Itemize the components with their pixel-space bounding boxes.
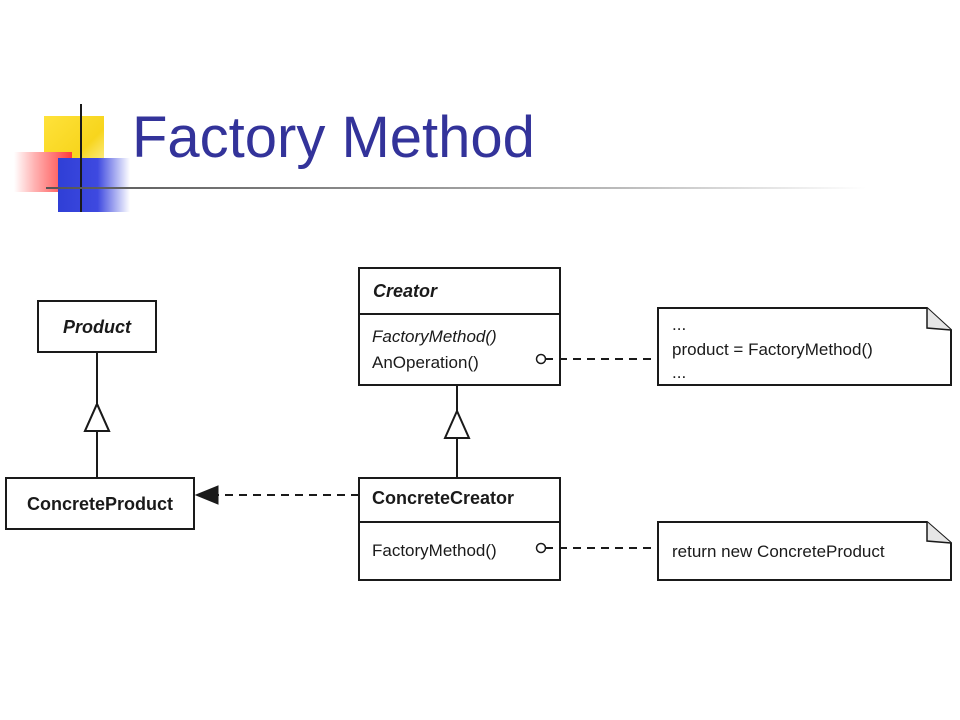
- class-product-name: Product: [63, 317, 132, 337]
- class-creator-name: Creator: [373, 281, 438, 301]
- title-underline-rule: [46, 187, 866, 189]
- class-concrete-creator-box: [358, 477, 561, 581]
- note-creator: ... product = FactoryMethod() ...: [657, 307, 952, 386]
- class-concrete-product-name: ConcreteProduct: [27, 494, 173, 514]
- note-creator-line-3: ...: [672, 363, 686, 382]
- note-concrete-creator-anchor-dot: [535, 542, 547, 554]
- note-concrete-creator-box: [657, 521, 952, 581]
- decor-vertical-rule: [80, 104, 82, 212]
- class-creator: Creator FactoryMethod() AnOperation(): [358, 267, 561, 386]
- creator-op-factory-method: FactoryMethod(): [372, 327, 497, 346]
- decor-blue-square: [58, 158, 130, 212]
- concrete-creator-op-factory-method: FactoryMethod(): [372, 541, 497, 560]
- slide-title: Factory Method: [132, 105, 535, 170]
- note-concrete-creator-fold: [926, 522, 952, 544]
- class-concrete-product-box: [5, 477, 195, 530]
- note-creator-anchor-dot: [535, 353, 547, 365]
- note-concrete-creator-line-1: return new ConcreteProduct: [672, 542, 885, 561]
- inherit-triangle-product: [83, 401, 111, 432]
- note-creator-line-1: ...: [672, 315, 686, 334]
- note-creator-fold: [926, 308, 952, 331]
- note-creator-box: [657, 307, 952, 386]
- class-product-box: [37, 300, 157, 353]
- class-product: Product: [37, 300, 157, 353]
- class-creator-box: [358, 267, 561, 386]
- class-concrete-creator-name: ConcreteCreator: [372, 488, 514, 508]
- class-concrete-creator: ConcreteCreator FactoryMethod(): [358, 477, 561, 581]
- note-creator-line-2: product = FactoryMethod(): [672, 340, 873, 359]
- inherit-triangle-creator: [443, 408, 471, 439]
- note-concrete-creator: return new ConcreteProduct: [657, 521, 952, 581]
- creator-op-an-operation: AnOperation(): [372, 353, 479, 372]
- class-concrete-product: ConcreteProduct: [5, 477, 195, 530]
- dependency-arrowhead: [194, 485, 219, 505]
